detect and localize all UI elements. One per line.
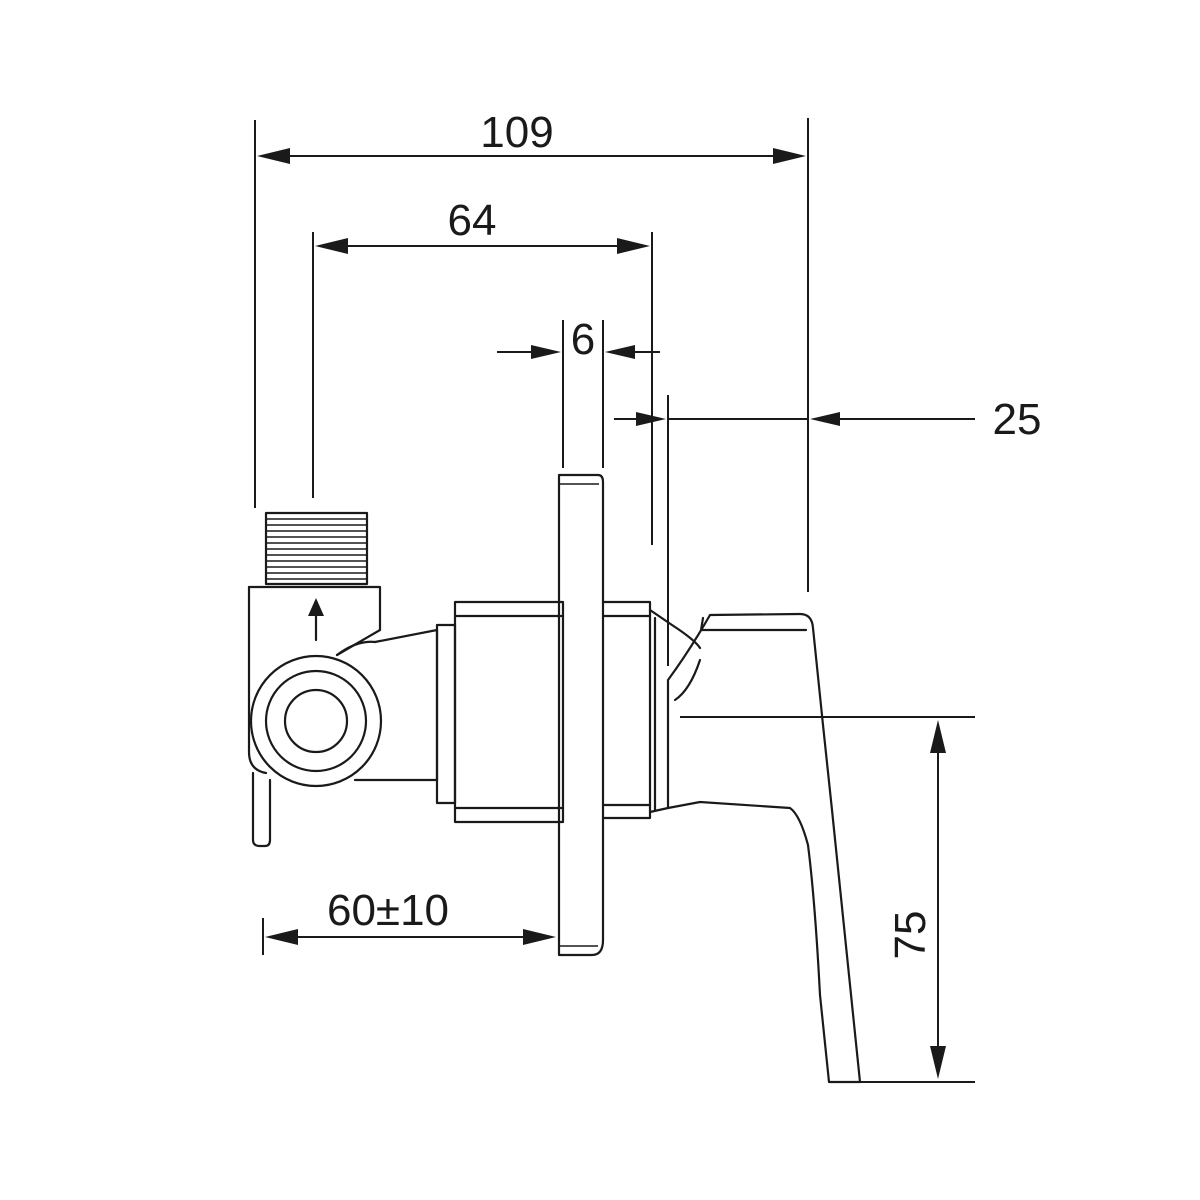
front-spindle-body (601, 600, 702, 820)
outlet-port (249, 654, 383, 788)
connector-neck (335, 628, 439, 782)
dimension-64: 64 (315, 196, 650, 254)
dimension-25-label: 25 (993, 395, 1042, 444)
dimension-6: 6 (497, 315, 660, 364)
dimension-109: 109 (257, 108, 806, 164)
lever-handle (666, 612, 862, 1084)
dimension-64-label: 64 (448, 196, 497, 245)
wall-plate (557, 473, 605, 957)
cartridge-housing (435, 600, 565, 824)
extension-lines (254, 118, 975, 1083)
valve-body (247, 585, 382, 848)
dimension-6-label: 6 (571, 315, 595, 364)
dimension-60-10: 60±10 (262, 886, 556, 955)
flow-direction-arrow-icon (308, 598, 324, 642)
dimension-109-label: 109 (480, 108, 553, 157)
dimension-25: 25 (614, 395, 1041, 444)
dimension-75: 75 (886, 720, 946, 1079)
threaded-inlet (264, 511, 369, 586)
dimension-60-10-label: 60±10 (327, 886, 449, 935)
dimension-75-label: 75 (886, 911, 935, 960)
